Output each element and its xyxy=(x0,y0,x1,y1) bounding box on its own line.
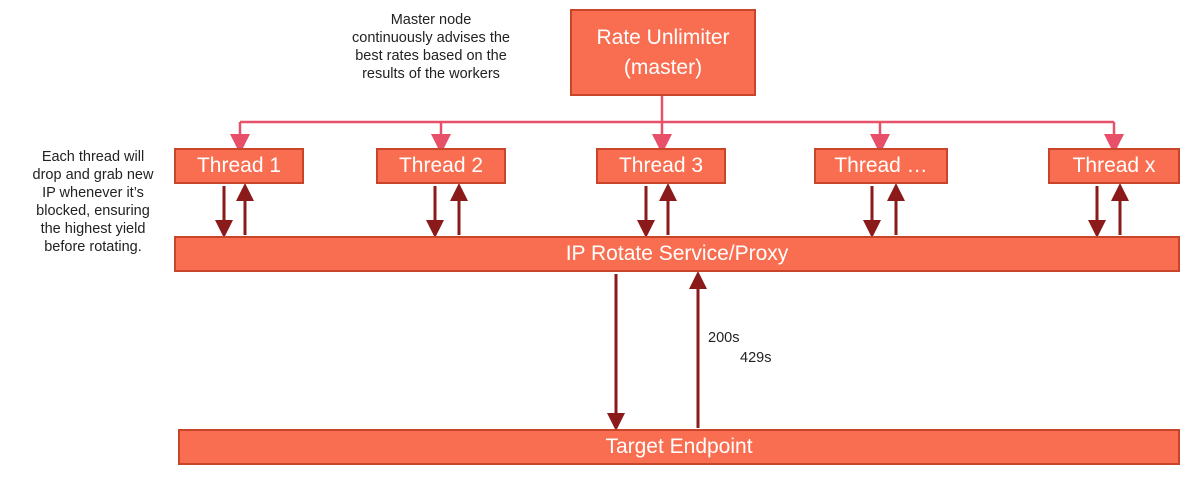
ip-rotate-proxy-bar: IP Rotate Service/Proxy xyxy=(174,236,1180,272)
thread-label: Thread … xyxy=(834,154,928,177)
thread-3-box: Thread 3 xyxy=(596,148,726,184)
thread-label: Thread 2 xyxy=(398,154,484,177)
master-note: Master node continuously advises the bes… xyxy=(352,12,510,82)
master-title: Rate Unlimiter xyxy=(596,25,730,49)
thread-2-box: Thread 2 xyxy=(376,148,506,184)
proxy-label: IP Rotate Service/Proxy xyxy=(565,242,789,265)
thread-x-box: Thread x xyxy=(1048,148,1180,184)
master-subtitle: (master) xyxy=(623,55,703,79)
thread-label: Thread 3 xyxy=(618,154,704,177)
thread-label: Thread x xyxy=(1072,154,1156,177)
thread-1-box: Thread 1 xyxy=(174,148,304,184)
response-codes: 200s 429s xyxy=(708,328,771,368)
thread-label: Thread 1 xyxy=(196,154,282,177)
target-endpoint-bar: Target Endpoint xyxy=(178,429,1180,465)
thread-ellipsis-box: Thread … xyxy=(814,148,948,184)
thread-note: Each thread will drop and grab new IP wh… xyxy=(32,149,154,255)
rate-unlimiter-master-box: Rate Unlimiter (master) xyxy=(570,9,756,96)
code-200s: 200s xyxy=(708,330,740,346)
code-429s: 429s xyxy=(740,350,772,366)
target-label: Target Endpoint xyxy=(605,435,753,458)
